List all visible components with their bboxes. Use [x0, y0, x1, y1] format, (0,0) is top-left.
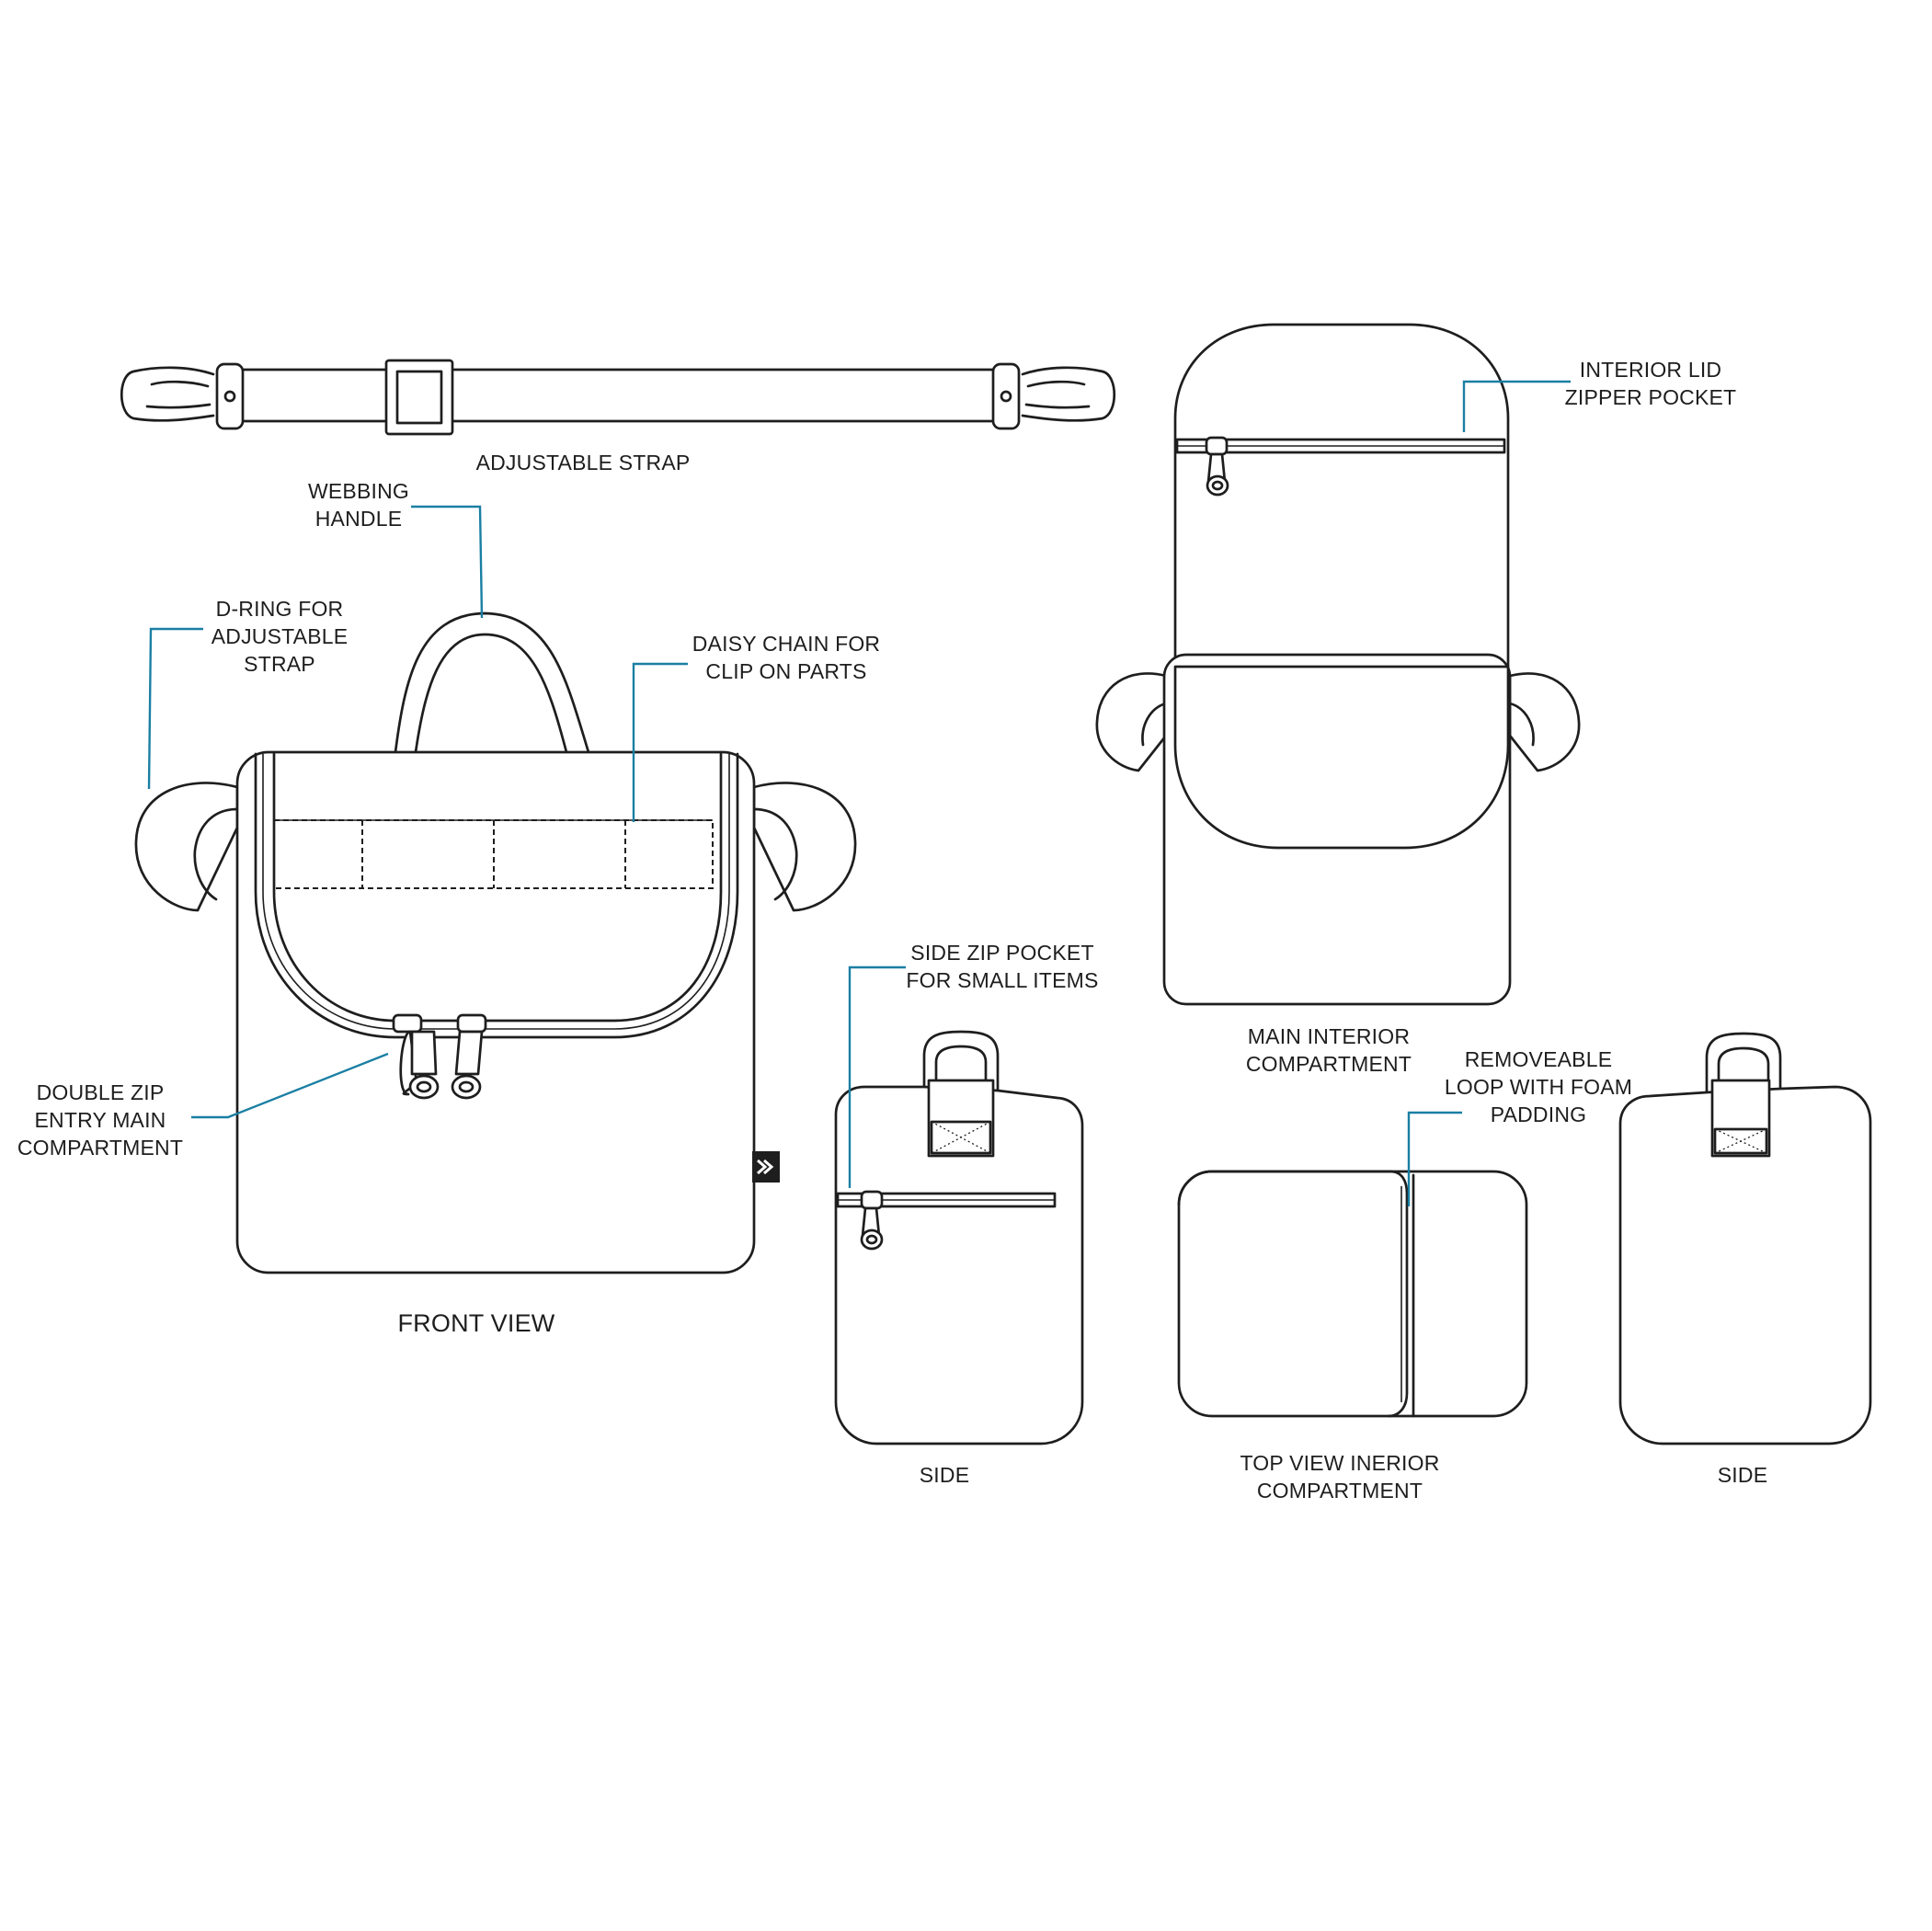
d-ring-icon: [1095, 672, 1168, 772]
strap-webbing: [237, 368, 999, 423]
d-ring-icon: [752, 782, 857, 912]
label-side-zip-pocket-2: FOR SMALL ITEMS: [906, 968, 1098, 992]
label-main-interior-1: MAIN INTERIOR: [1248, 1024, 1410, 1048]
labels: ADJUSTABLE STRAP WEBBING HANDLE D-RING F…: [17, 358, 1767, 1503]
front-bag-body: [235, 750, 756, 1274]
label-double-zip-2: ENTRY MAIN: [34, 1108, 166, 1132]
side-panel-left: [834, 1085, 1084, 1445]
label-front-view: FRONT VIEW: [397, 1309, 554, 1337]
interior-panel: [1173, 665, 1510, 850]
label-d-ring-3: STRAP: [244, 652, 315, 676]
label-interior-lid-2: ZIPPER POCKET: [1565, 385, 1737, 409]
carabiner-clip-icon: [991, 362, 1115, 430]
strap-slider-buckle-icon: [384, 359, 454, 436]
leader-interior-lid: [1462, 380, 1571, 432]
leader-webbing-handle: [411, 505, 484, 619]
label-interior-lid-1: INTERIOR LID: [1580, 358, 1721, 382]
interior-lid: [1173, 323, 1510, 668]
zipper-pull-icon: [1205, 436, 1229, 497]
top-view-body: [1177, 1170, 1528, 1418]
d-ring-icon: [1508, 672, 1581, 772]
zipper-pull-icon: [451, 1013, 487, 1100]
front-view-drawing: [134, 611, 857, 1274]
label-d-ring-1: D-RING FOR: [216, 597, 344, 621]
zipper-pull-icon: [860, 1190, 884, 1251]
label-side-zip-pocket-1: SIDE ZIP POCKET: [910, 941, 1093, 965]
label-removeable-loop-1: REMOVEABLE: [1465, 1047, 1613, 1071]
side-view-left-drawing: [834, 1030, 1084, 1445]
label-double-zip-1: DOUBLE ZIP: [37, 1080, 165, 1104]
d-ring-icon: [922, 1030, 1000, 1094]
label-side-left: SIDE: [920, 1463, 969, 1487]
label-daisy-chain-2: CLIP ON PARTS: [705, 659, 866, 683]
label-removeable-loop-3: PADDING: [1491, 1103, 1587, 1126]
label-adjustable-strap: ADJUSTABLE STRAP: [476, 451, 691, 474]
side-view-right-drawing: [1618, 1032, 1872, 1445]
side-panel-right: [1618, 1085, 1872, 1445]
top-view-drawing: [1177, 1170, 1528, 1418]
d-ring-icon: [1705, 1032, 1782, 1096]
label-top-view-2: COMPARTMENT: [1257, 1479, 1423, 1503]
removeable-loop-tab: [1710, 1079, 1771, 1158]
leader-daisy-chain: [632, 662, 688, 822]
d-ring-icon: [134, 782, 239, 912]
label-main-interior-2: COMPARTMENT: [1246, 1052, 1412, 1076]
leader-d-ring: [147, 627, 203, 790]
label-top-view-1: TOP VIEW INERIOR: [1240, 1451, 1439, 1475]
leader-lines: [147, 380, 1571, 1206]
label-removeable-loop-2: LOOP WITH FOAM: [1445, 1075, 1632, 1099]
label-side-right: SIDE: [1718, 1463, 1767, 1487]
label-webbing-handle-2: HANDLE: [315, 507, 403, 531]
zipper-pull-icon: [392, 1013, 440, 1100]
daisy-chain: [273, 819, 714, 889]
main-interior-drawing: [1095, 323, 1581, 1006]
label-daisy-chain-1: DAISY CHAIN FOR: [692, 632, 881, 656]
carabiner-clip-icon: [120, 362, 245, 430]
leader-removeable-loop: [1407, 1111, 1462, 1206]
label-d-ring-2: ADJUSTABLE: [211, 624, 349, 648]
brand-logo-icon: [752, 1151, 780, 1183]
leader-double-zip: [191, 1052, 389, 1119]
label-double-zip-3: COMPARTMENT: [17, 1136, 183, 1160]
webbing-handle: [394, 611, 590, 754]
removeable-loop-tab: [927, 1079, 995, 1158]
label-webbing-handle-1: WEBBING: [308, 479, 409, 503]
leader-side-zip-pocket: [848, 966, 906, 1188]
adjustable-strap-drawing: [120, 359, 1115, 436]
